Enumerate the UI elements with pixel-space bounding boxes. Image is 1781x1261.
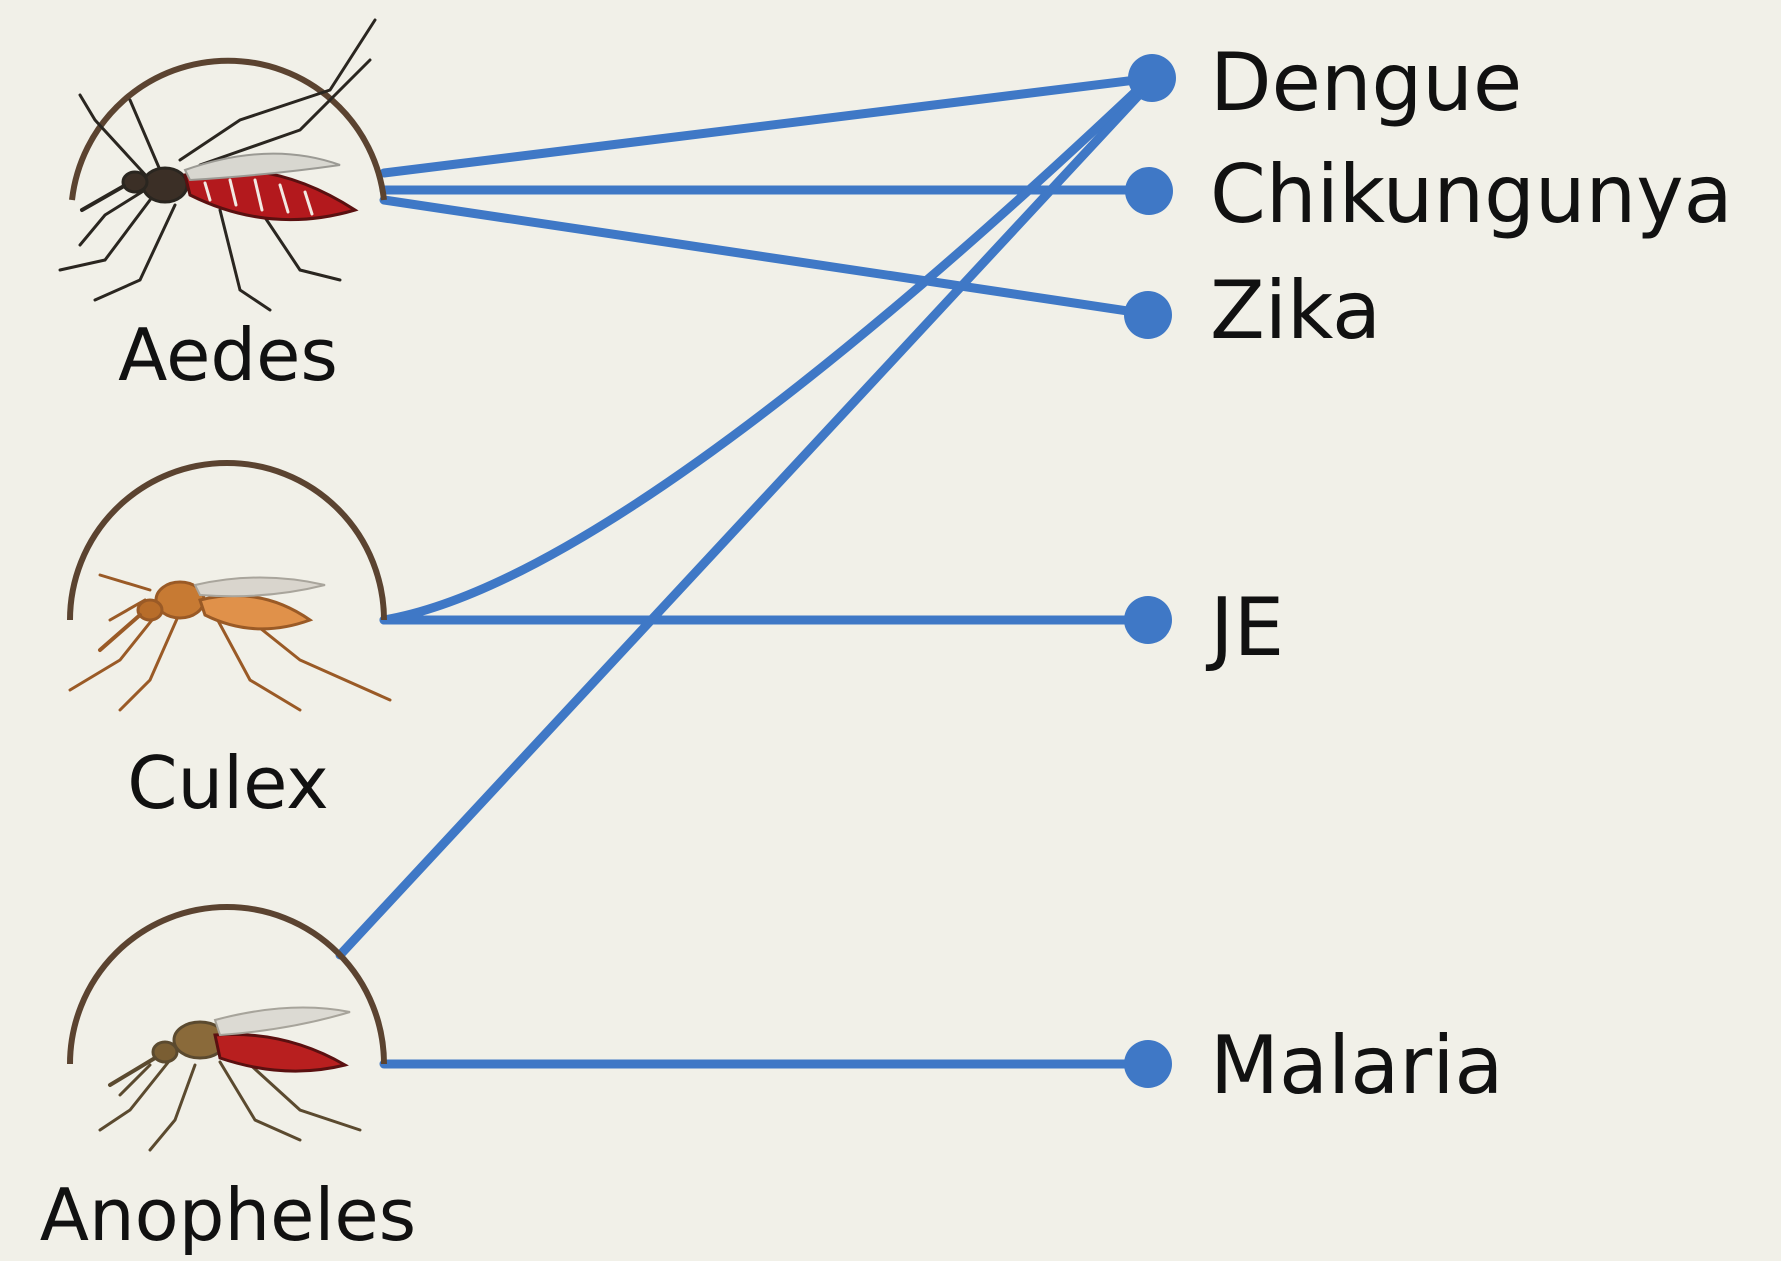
disease-label-malaria: Malaria [1210, 1019, 1503, 1112]
vector-label-aedes: Aedes [118, 313, 338, 397]
vector-culex: Culex [70, 463, 390, 825]
vector-aedes: Aedes [60, 20, 384, 397]
disease-label-zika: Zika [1210, 264, 1381, 357]
vector-anopheles: Anopheles [40, 907, 416, 1257]
link-aedes-zika [384, 200, 1148, 314]
node-dengue [1128, 54, 1176, 102]
node-malaria [1124, 1040, 1172, 1088]
disease-label-je: JE [1205, 581, 1284, 674]
links-layer [340, 78, 1153, 1064]
culex-mosquito-icon [70, 575, 390, 710]
vector-label-anopheles: Anopheles [40, 1173, 416, 1257]
node-zika [1124, 291, 1172, 339]
disease-label-chikungunya: Chikungunya [1210, 148, 1733, 241]
node-je [1124, 596, 1172, 644]
link-aedes-dengue [384, 78, 1152, 173]
anopheles-mosquito-icon [100, 1008, 360, 1151]
vector-label-culex: Culex [127, 741, 329, 825]
disease-label-dengue: Dengue [1210, 36, 1522, 129]
disease-nodes [1124, 54, 1176, 1088]
node-chikungunya [1125, 167, 1173, 215]
disease-labels: Dengue Chikungunya Zika JE Malaria [1205, 36, 1733, 1112]
